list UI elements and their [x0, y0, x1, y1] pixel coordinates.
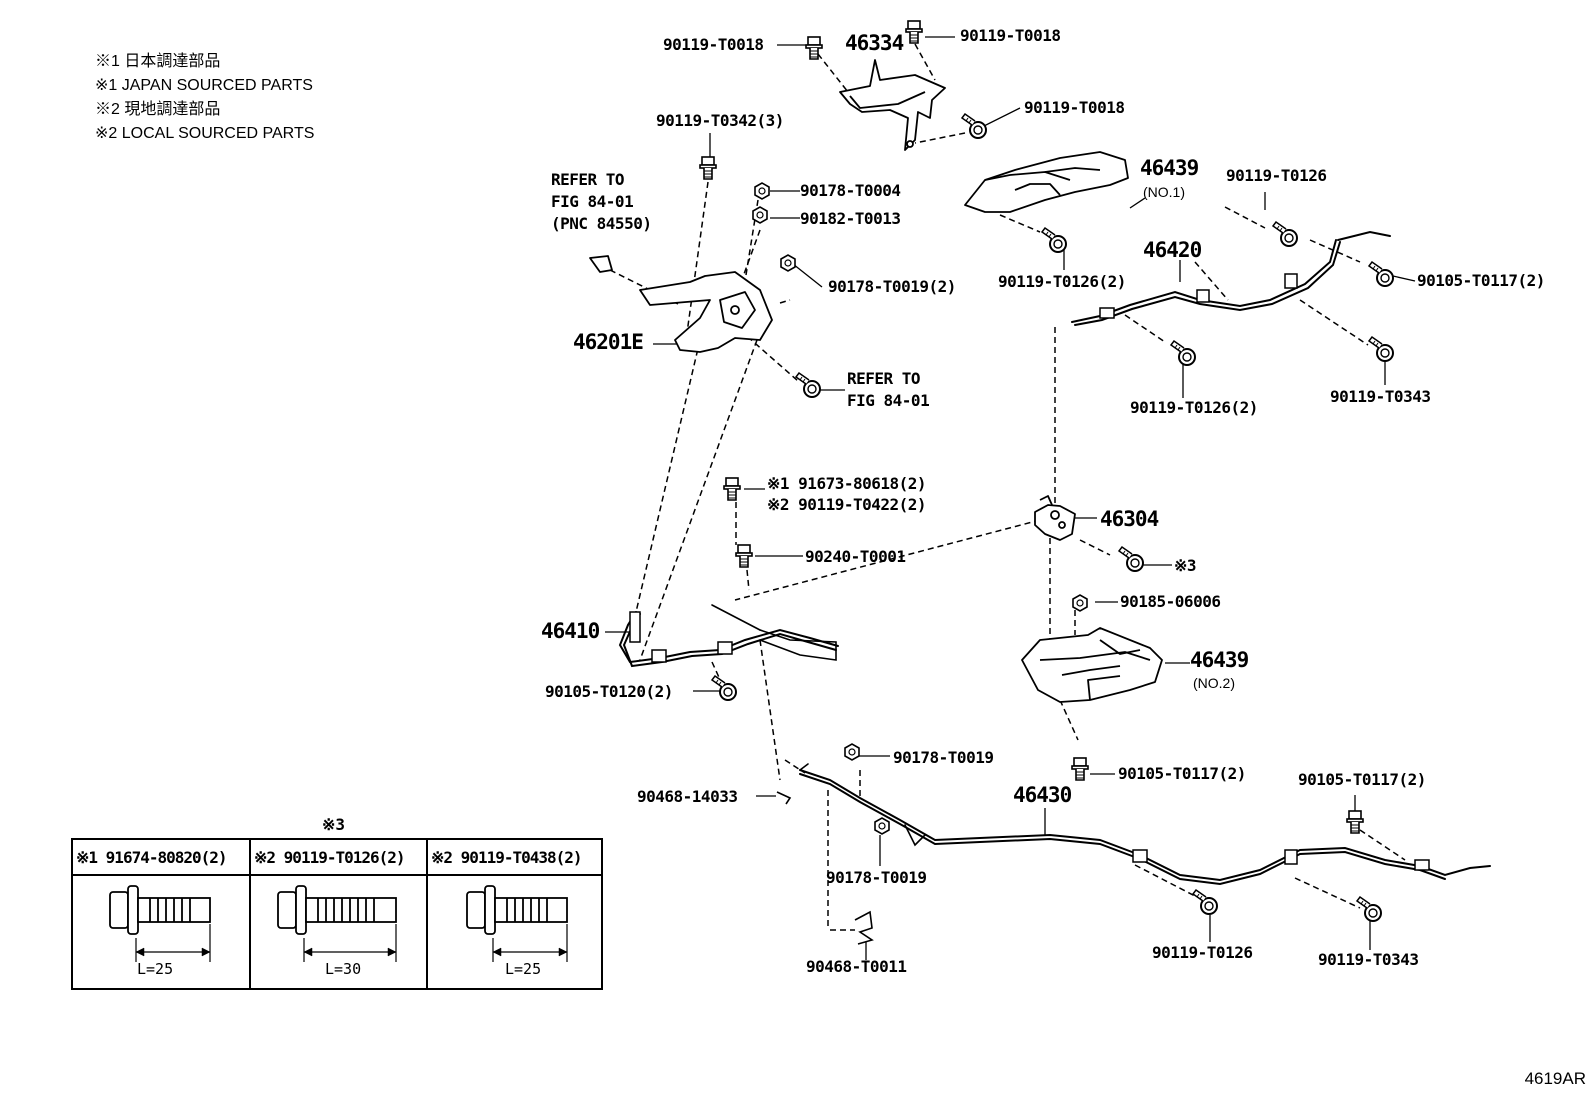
- part-90468-14033[interactable]: 90468-14033: [637, 787, 738, 806]
- part-90119-T0018-c[interactable]: 90119-T0018: [1024, 98, 1125, 117]
- note-local-sourced-jp: ※2 現地調達部品: [95, 101, 221, 118]
- heat-insulator-46439-no1: [964, 151, 1129, 213]
- part-90178-T0019-c[interactable]: 90178-T0019: [826, 868, 927, 887]
- cable-46410: [618, 604, 839, 668]
- part-46430[interactable]: 46430: [1013, 783, 1072, 807]
- figure-code: 4619AR: [1524, 1069, 1586, 1088]
- part-46439-no2[interactable]: 46439: [1190, 648, 1249, 672]
- part-90105-T0117-2b[interactable]: 90105-T0117(2): [1118, 764, 1246, 783]
- part-90178-T0019-2[interactable]: 90178-T0019(2): [828, 277, 956, 296]
- part-46439-no2-sub: (NO.2): [1193, 675, 1235, 691]
- legend-column: ※2 90119-T0126(2) L=30: [249, 840, 426, 988]
- part-46304[interactable]: 46304: [1100, 507, 1159, 531]
- part-90178-T0019-b[interactable]: 90178-T0019: [893, 748, 994, 767]
- clip-90468-14033: [776, 791, 792, 805]
- legend-length: L=30: [325, 960, 362, 978]
- part-46201E[interactable]: 46201E: [573, 330, 644, 354]
- part-46420[interactable]: 46420: [1143, 238, 1202, 262]
- part-46410[interactable]: 46410: [541, 619, 600, 643]
- reference-fig-84-01-pnc[interactable]: REFER TO FIG 84-01 (PNC 84550): [551, 170, 652, 233]
- part-90182-T0013[interactable]: 90182-T0013: [800, 209, 901, 228]
- legend-title: ※3: [322, 815, 346, 834]
- part-90105-T0117-2a[interactable]: 90105-T0117(2): [1417, 271, 1545, 290]
- part-90468-T0011[interactable]: 90468-T0011: [806, 957, 907, 976]
- legend-column: ※2 90119-T0438(2) L=25: [426, 840, 601, 988]
- part-46439-no1[interactable]: 46439: [1140, 156, 1199, 180]
- part-90119-T0343-a[interactable]: 90119-T0343: [1330, 387, 1431, 406]
- part-90240-T0001[interactable]: 90240-T0001: [805, 547, 906, 566]
- legend-header[interactable]: ※2 90119-T0126(2): [251, 840, 426, 876]
- bracket-46334: [839, 59, 946, 151]
- clip-90468-T0011: [854, 910, 874, 945]
- legend-header[interactable]: ※1 91674-80820(2): [73, 840, 249, 876]
- part-90119-T0126-2a[interactable]: 90119-T0126(2): [998, 272, 1126, 291]
- legend-length: L=25: [505, 960, 542, 978]
- heat-insulator-46439-no2: [1021, 627, 1163, 703]
- part-46334[interactable]: 46334: [845, 31, 904, 55]
- part-90185-06006[interactable]: 90185-06006: [1120, 592, 1221, 611]
- part-90119-T0422[interactable]: ※2 90119-T0422(2): [767, 495, 927, 514]
- part-90119-T0018-a[interactable]: 90119-T0018: [663, 35, 764, 54]
- legend-header[interactable]: ※2 90119-T0438(2): [428, 840, 601, 876]
- cable-46430: [799, 763, 1491, 886]
- part-90105-T0117-2c[interactable]: 90105-T0117(2): [1298, 770, 1426, 789]
- note-local-sourced-en: ※2 LOCAL SOURCED PARTS: [95, 125, 315, 142]
- part-90119-T0126-bottom[interactable]: 90119-T0126: [1152, 943, 1253, 962]
- part-90119-T0342[interactable]: 90119-T0342(3): [656, 111, 784, 130]
- part-90105-T0120-2[interactable]: 90105-T0120(2): [545, 682, 673, 701]
- part-90119-T0018-b[interactable]: 90119-T0018: [960, 26, 1061, 45]
- assembly-dashed-lines: [609, 43, 1406, 931]
- note-japan-sourced-jp: ※1 日本調達部品: [95, 53, 221, 70]
- part-91673-80618[interactable]: ※1 91673-80618(2): [767, 474, 927, 493]
- part-90178-T0004[interactable]: 90178-T0004: [800, 181, 901, 200]
- lever-46201E: [589, 255, 773, 353]
- reference-star3[interactable]: ※3: [1174, 556, 1197, 575]
- part-46439-no1-sub: (NO.1): [1143, 184, 1185, 200]
- legend-bolt-drawings: [109, 885, 568, 962]
- reference-fig-84-01[interactable]: REFER TO FIG 84-01: [847, 369, 930, 410]
- note-japan-sourced-en: ※1 JAPAN SOURCED PARTS: [95, 77, 313, 94]
- part-90119-T0126-top[interactable]: 90119-T0126: [1226, 166, 1327, 185]
- legend-length: L=25: [137, 960, 174, 978]
- legend-column: ※1 91674-80820(2) L=25: [73, 840, 249, 988]
- fastener-legend-table: ※1 91674-80820(2) L=25 ※2 90119-T0126(2)…: [71, 838, 603, 990]
- cable-46420: [1071, 230, 1391, 326]
- equalizer-46304: [1034, 495, 1076, 541]
- part-90119-T0343-b[interactable]: 90119-T0343: [1318, 950, 1419, 969]
- part-90119-T0126-2b[interactable]: 90119-T0126(2): [1130, 398, 1258, 417]
